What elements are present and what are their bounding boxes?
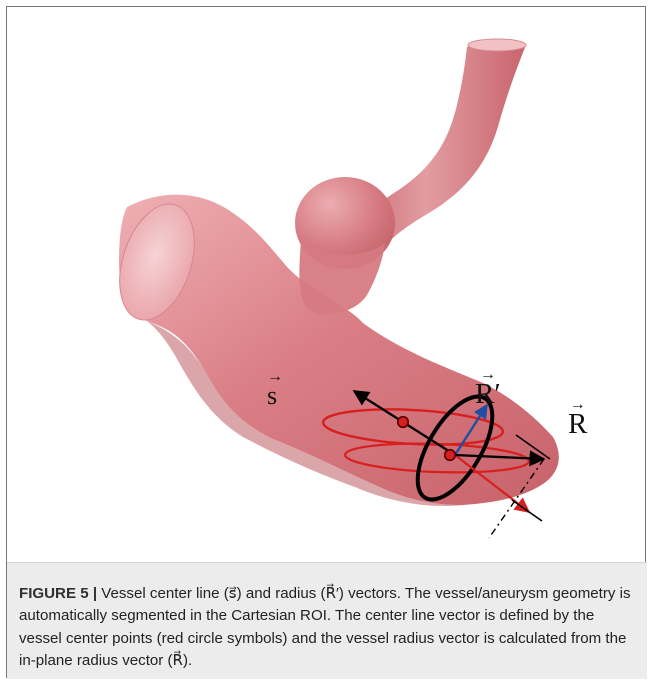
in-plane-radius-label: → R — [568, 410, 587, 439]
figure-caption: FIGURE 5 | Vessel center line (s⃗) and r… — [7, 562, 647, 679]
radius-prime-arrow-glyph: → — [475, 367, 501, 383]
figure-label: FIGURE 5 — [19, 585, 89, 602]
center-line-label: → s — [267, 383, 277, 409]
center-point-lower — [445, 450, 456, 461]
center-line-symbol: s — [267, 381, 277, 410]
caption-text: Vessel center line (s⃗) and radius (R⃗′)… — [19, 585, 631, 669]
radius-prime-label: → R′ — [475, 380, 501, 409]
center-line-arrow-glyph: → — [267, 369, 277, 385]
vessel-geometry-illustration — [7, 7, 647, 547]
upper-branch-opening — [468, 39, 526, 51]
center-point-upper — [398, 417, 409, 428]
in-plane-radius-arrow-glyph: → — [568, 397, 587, 413]
caption-separator: | — [89, 585, 102, 602]
figure-frame: → s → R′ → R FIGURE 5 | Vessel center li… — [6, 6, 646, 678]
center-line-tail — [512, 500, 542, 521]
